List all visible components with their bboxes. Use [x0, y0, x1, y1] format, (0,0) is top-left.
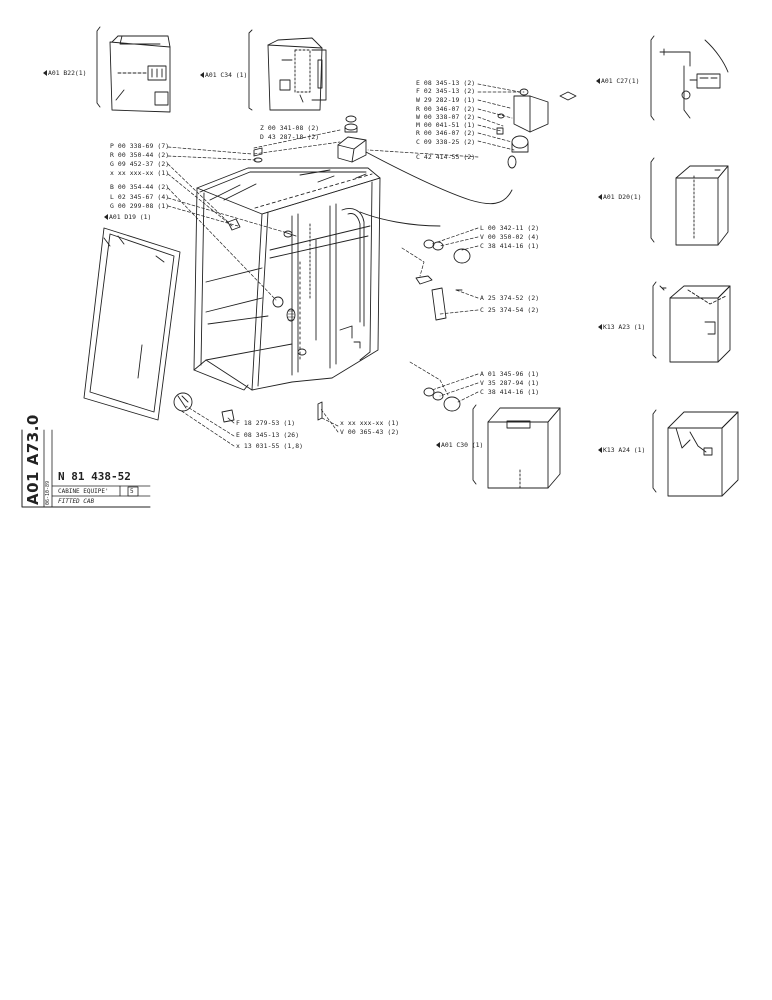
part-label: V 00 365-43 (2) — [340, 428, 400, 436]
ref-panel-a24-drawing — [652, 409, 739, 497]
part-label: Z 00 341-08 (2) — [260, 124, 320, 132]
part-label: D 43 287-18 (2) — [260, 133, 320, 141]
cab-frame-drawing — [193, 167, 381, 391]
part-label: F 02 345-13 (2) — [416, 87, 476, 95]
part-label: L 02 345-67 (4) — [110, 193, 170, 201]
part-label: R 00 346-07 (2) — [416, 129, 476, 137]
small-parts-drawing — [173, 147, 323, 423]
ref-panel-a23-drawing — [652, 281, 731, 363]
part-label: G 00 299-08 (1) — [110, 202, 170, 210]
part-label: x xx xxx-xx (1) — [340, 419, 400, 427]
part-label: C 38 414-16 (1) — [480, 242, 540, 250]
section-code: A01 A73.0 — [24, 414, 42, 505]
part-label: P 00 338-69 (7) — [110, 142, 170, 150]
part-label: B 00 354-44 (2) — [110, 183, 170, 191]
ref-d19[interactable]: A01 D19 (1) — [104, 214, 151, 221]
part-label: x xx xxx-xx (1) — [110, 169, 170, 177]
part-label: E 08 345-13 (2) — [416, 79, 476, 87]
lamp-assembly-drawing — [415, 239, 471, 412]
arrow-left-icon — [596, 78, 600, 84]
arrow-left-icon — [104, 214, 108, 220]
drawing-date: 06-10-89 — [45, 480, 51, 505]
quantity: 5 — [130, 488, 134, 495]
ref-b22[interactable]: A01 B22(1) — [43, 70, 86, 77]
part-label: M 00 041-51 (1) — [416, 121, 476, 129]
arrow-left-icon — [200, 72, 204, 78]
title-block-frame — [21, 429, 151, 508]
part-label: W 29 282-19 (1) — [416, 96, 476, 104]
ref-a23[interactable]: K13 A23 (1) — [598, 324, 645, 331]
ref-a24[interactable]: K13 A24 (1) — [598, 447, 645, 454]
side-window-drawing — [83, 227, 181, 421]
part-label: C 25 374-54 (2) — [480, 306, 540, 314]
part-label: x 13 031-55 (1,8) — [236, 442, 304, 450]
part-label: V 00 350-02 (4) — [480, 233, 540, 241]
part-label: V 35 287-94 (1) — [480, 379, 540, 387]
ref-panel-d20-drawing — [650, 157, 729, 246]
ref-panel-b22-drawing — [96, 26, 171, 113]
part-label: L 00 342-11 (2) — [480, 224, 540, 232]
mirror-bracket-drawing — [337, 88, 577, 227]
ref-c34[interactable]: A01 C34 (1) — [200, 72, 247, 79]
part-label: A 01 345-96 (1) — [480, 370, 540, 378]
ref-panel-c30-drawing — [472, 404, 561, 489]
part-label: R 00 346-07 (2) — [416, 105, 476, 113]
ref-d20[interactable]: A01 D20(1) — [598, 194, 641, 201]
part-label: C 38 414-16 (1) — [480, 388, 540, 396]
part-label: R 00 350-44 (2) — [110, 151, 170, 159]
part-label: C 09 338-25 (2) — [416, 138, 476, 146]
arrow-left-icon — [598, 194, 602, 200]
part-label: G 09 452-37 (2) — [110, 160, 170, 168]
arrow-left-icon — [436, 442, 440, 448]
ref-panel-c27-drawing — [650, 35, 729, 121]
arrow-left-icon — [43, 70, 47, 76]
part-number: N 81 438-52 — [58, 470, 131, 483]
part-label: A 25 374-52 (2) — [480, 294, 540, 302]
part-label: W 00 338-07 (2) — [416, 113, 476, 121]
arrow-left-icon — [598, 447, 602, 453]
ref-panel-c34-drawing — [248, 29, 327, 111]
ref-c30[interactable]: A01 C30 (1) — [436, 442, 483, 449]
part-label: F 18 279-53 (1) — [236, 419, 296, 427]
cab-name-english: FITTED CAB — [58, 498, 95, 505]
cab-name-french: CABINE EQUIPE' — [58, 488, 109, 495]
arrow-left-icon — [598, 324, 602, 330]
part-label: C 42 414-55 (2) — [416, 153, 476, 161]
leader-lines — [167, 83, 525, 447]
ref-c27[interactable]: A01 C27(1) — [596, 78, 639, 85]
part-label: E 08 345-13 (26) — [236, 431, 300, 439]
